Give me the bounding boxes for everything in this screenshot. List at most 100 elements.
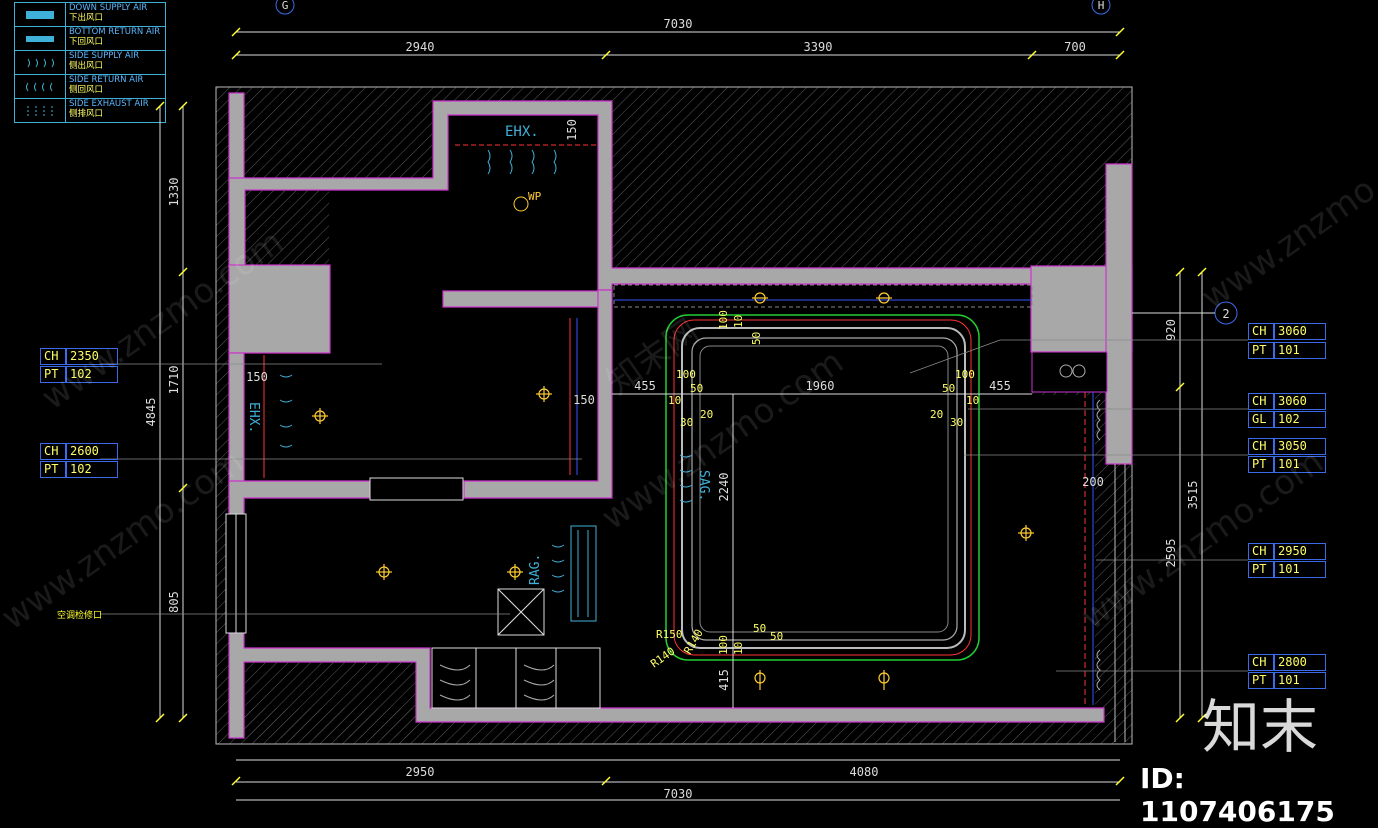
- tag-key: CH: [1248, 543, 1274, 560]
- wp-label: WP: [528, 190, 542, 203]
- dim-small: 50: [942, 382, 955, 395]
- dim-small: 30: [680, 416, 693, 429]
- dim-455-right: 455: [989, 379, 1011, 393]
- tag-key: PT: [1248, 342, 1274, 359]
- watermark-id: ID: 1107406175: [1140, 762, 1335, 828]
- dim-top-c: 700: [1064, 40, 1086, 54]
- wall: [1105, 163, 1133, 465]
- rag-label: RAG.: [528, 554, 543, 585]
- bottom-return-air-icon: [15, 27, 66, 50]
- tag-key: CH: [40, 348, 66, 365]
- tag-value: 101: [1274, 342, 1326, 359]
- dim-150: 150: [573, 393, 595, 407]
- dim-small: 50: [750, 332, 763, 345]
- dim-right-a: 920: [1164, 319, 1178, 341]
- tag-value: 3060: [1274, 393, 1326, 410]
- tag-key: CH: [1248, 438, 1274, 455]
- dim-small: 10: [668, 394, 681, 407]
- ceiling-coffer-outer: [665, 314, 980, 661]
- tag-key: CH: [1248, 654, 1274, 671]
- dim-left-c: 805: [167, 591, 181, 613]
- legend-en: SIDE RETURN AIR: [69, 75, 144, 85]
- walls: [228, 92, 1133, 739]
- dim-small: 30: [950, 416, 963, 429]
- legend-cn: 侧回风口: [69, 85, 104, 95]
- door-opening: [369, 477, 464, 501]
- tag-key: PT: [40, 366, 66, 383]
- dim-top-b: 3390: [804, 40, 833, 54]
- dim-small: 100: [717, 310, 730, 330]
- dim-right-total: 3515: [1186, 481, 1200, 510]
- light-fixtures: [312, 292, 1034, 690]
- legend-cn: 下出风口: [69, 13, 104, 23]
- hatch-block: [245, 662, 416, 738]
- side-return-air-icon: [15, 75, 66, 98]
- legend-en: SIDE EXHAUST AIR: [69, 99, 149, 109]
- tag-value: 102: [1274, 411, 1326, 428]
- dim-small: 50: [753, 622, 766, 635]
- dim-top-total: 7030: [664, 17, 693, 31]
- tag-value: 101: [1274, 561, 1326, 578]
- tag-key: CH: [40, 443, 66, 460]
- sag-label: SAG.: [696, 470, 711, 501]
- shaft: [1031, 351, 1108, 393]
- side-supply-air-icon: [15, 51, 66, 74]
- dim-top-a: 2940: [406, 40, 435, 54]
- dim-small: 100: [955, 368, 975, 381]
- interior-floor: [244, 115, 1095, 710]
- legend-en: BOTTOM RETURN AIR: [69, 27, 161, 37]
- legend-en: SIDE SUPPLY AIR: [69, 51, 140, 61]
- ac-access-label: 空调检修口: [57, 609, 102, 621]
- dim-small: 20: [930, 408, 943, 421]
- tag-value: 2600: [66, 443, 118, 460]
- dim-small: 50: [690, 382, 703, 395]
- tag-key: PT: [40, 461, 66, 478]
- tag-value: 101: [1274, 456, 1326, 473]
- dim-415: 415: [717, 669, 731, 691]
- dim-small: 10: [966, 394, 979, 407]
- tag-key: PT: [1248, 456, 1274, 473]
- dim-left-a: 1330: [167, 178, 181, 207]
- dim-455-left: 455: [634, 379, 656, 393]
- legend-en: DOWN SUPPLY AIR: [69, 3, 148, 13]
- grid-bubble-h: H: [1098, 0, 1105, 12]
- tag-key: PT: [1248, 672, 1274, 689]
- wall: [463, 289, 613, 499]
- watermark-brand-logo: 知末: [1201, 693, 1318, 761]
- grid-bubble-g: G: [282, 0, 289, 12]
- tag-value: 101: [1274, 672, 1326, 689]
- tag-value: 102: [66, 366, 118, 383]
- dim-right-b: 2595: [1164, 539, 1178, 568]
- dim-small: 20: [700, 408, 713, 421]
- wall: [228, 92, 245, 184]
- dim-small: 100: [717, 635, 730, 655]
- tag-value: 3050: [1274, 438, 1326, 455]
- tag-key: CH: [1248, 393, 1274, 410]
- dim-150: 150: [246, 370, 268, 384]
- tag-key: GL: [1248, 411, 1274, 428]
- dim-radius: R150: [656, 628, 683, 641]
- dim-bottom-a: 2950: [406, 765, 435, 779]
- ehx-label-side: EHX.: [246, 402, 261, 433]
- dim-1960: 1960: [806, 379, 835, 393]
- hatch-block: [245, 190, 329, 265]
- tag-value: 2350: [66, 348, 118, 365]
- tag-value: 2800: [1274, 654, 1326, 671]
- dim-2240: 2240: [717, 473, 731, 502]
